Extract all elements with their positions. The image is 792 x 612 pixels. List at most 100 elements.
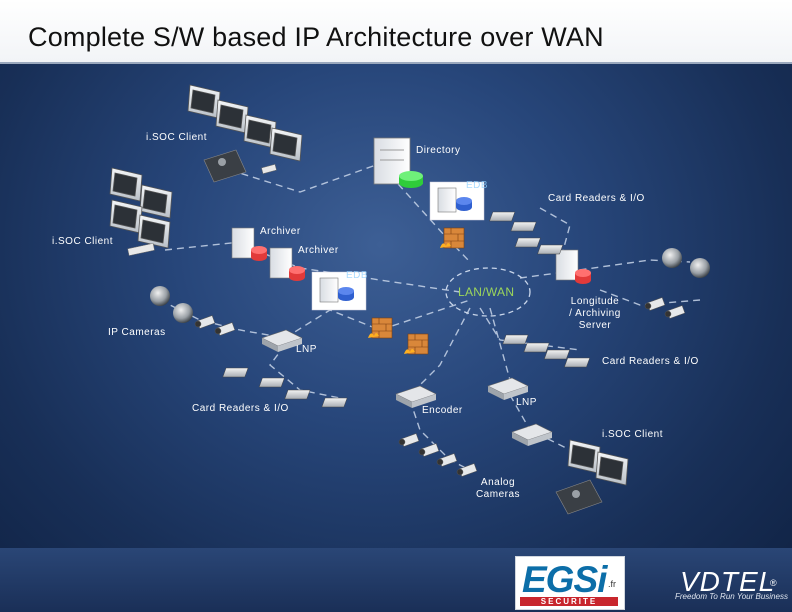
card-reader-icon — [321, 397, 348, 408]
label-card-readers-left: Card Readers & I/O — [192, 403, 289, 414]
label-analog-cameras: Analog Cameras — [470, 477, 526, 501]
card-readers-left — [222, 367, 348, 408]
dome-camera-icon — [662, 248, 682, 268]
network-switch-icon — [261, 329, 303, 352]
ip-camera-icon — [214, 322, 236, 336]
network-switch-icon — [511, 423, 553, 446]
ip-camera-icon — [456, 463, 478, 477]
card-reader-icon — [514, 237, 541, 248]
link-longitude-cams — [599, 289, 701, 306]
ip-camera-icon — [436, 453, 458, 467]
monitor-icon — [215, 99, 249, 134]
label-card-readers-top: Card Readers & I/O — [548, 193, 645, 204]
card-reader-icon — [258, 377, 285, 388]
link-lan-longitude — [519, 259, 691, 279]
ip-camera-icon — [398, 433, 420, 447]
egsi-logo-domain: .fr — [608, 579, 616, 589]
card-reader-icon — [502, 334, 529, 345]
monitor-icon — [269, 127, 303, 162]
link-ip-cameras — [159, 299, 286, 339]
label-longitude-line1: Longitude — [570, 296, 620, 307]
vdtel-logo: VDTEL — [680, 566, 776, 597]
card-reader-icon — [523, 342, 550, 353]
link-lnp-left — [284, 299, 471, 339]
card-reader-icon — [489, 211, 516, 222]
firewall-icon — [404, 333, 429, 355]
edb-mid — [311, 271, 367, 311]
network-links — [159, 159, 701, 471]
label-lnp-right: LNP — [516, 397, 537, 408]
server-icon — [437, 187, 457, 213]
ip-camera-icon — [418, 443, 440, 457]
ip-camera-icon — [664, 305, 686, 319]
link-lan-lnp-bottom — [489, 307, 511, 390]
egsi-logo-text: EGSi — [522, 559, 607, 600]
edb-top — [429, 181, 485, 221]
label-archiver-1: Archiver — [260, 226, 301, 237]
link-lnp-cards-left — [269, 344, 341, 399]
monitor-bank-left — [109, 167, 173, 249]
monitor-icon — [137, 214, 171, 249]
network-switch-icon — [395, 385, 437, 408]
server-icon — [319, 277, 339, 303]
egsi-logo-subtitle: SECURITE — [520, 597, 618, 606]
label-analog-line2: Cameras — [475, 489, 521, 500]
card-reader-icon — [284, 389, 311, 400]
ip-camera-icon — [644, 297, 666, 311]
monitor-icon — [109, 199, 143, 234]
card-reader-icon — [564, 357, 591, 368]
server-icon — [373, 137, 411, 185]
label-lan-wan: LAN/WAN — [458, 285, 515, 299]
archiver-server-1 — [231, 227, 267, 261]
label-archiver-2: Archiver — [298, 245, 339, 256]
egsi-logo: EGSi .fr SECURITE — [515, 556, 625, 610]
dome-cameras — [150, 248, 710, 323]
directory-server — [373, 137, 423, 188]
firewall-icon — [368, 317, 393, 339]
label-card-readers-right: Card Readers & I/O — [602, 356, 699, 367]
card-readers-top — [489, 211, 564, 255]
dome-camera-icon — [690, 258, 710, 278]
keyboard-icon — [127, 243, 155, 256]
archiver-server-2 — [269, 247, 305, 281]
label-isoc-client-bottom: i.SOC Client — [602, 429, 664, 440]
monitor-icon — [595, 451, 629, 486]
label-longitude-line3: Server — [578, 320, 612, 331]
analog-cameras-group — [398, 433, 478, 477]
link-top-client-directory — [229, 159, 391, 193]
ip-cameras-group — [194, 297, 686, 336]
link-lan-lnp-right — [479, 307, 581, 351]
label-lnp-left: LNP — [296, 344, 317, 355]
server-icon — [269, 247, 293, 279]
network-switch-icon — [487, 377, 529, 400]
footer-bar — [0, 548, 792, 612]
link-wan-encoder — [409, 307, 471, 396]
label-edb-mid: EDB — [346, 270, 369, 281]
server-icon — [555, 249, 579, 281]
card-reader-icon — [537, 244, 564, 255]
label-analog-line1: Analog — [480, 477, 516, 488]
label-isoc-client-left: i.SOC Client — [52, 236, 114, 247]
monitor-icon — [139, 184, 173, 219]
monitor-bank-top — [187, 84, 303, 162]
card-readers-right — [502, 334, 591, 368]
card-reader-icon — [543, 349, 570, 360]
lan-wan-cloud — [445, 267, 531, 317]
label-ip-cameras: IP Cameras — [108, 327, 166, 338]
monitor-bank-bottom — [567, 439, 629, 486]
label-encoder: Encoder — [422, 405, 463, 416]
keyboard-joystick-icon — [555, 479, 603, 515]
label-longitude-server: Longitude / Archiving Server — [560, 296, 630, 332]
monitor-icon — [109, 167, 143, 202]
monitor-icon — [567, 439, 601, 474]
dome-camera-icon — [150, 286, 170, 306]
label-isoc-client-top: i.SOC Client — [146, 132, 208, 143]
keyboard-joystick-icon — [203, 149, 277, 183]
longitude-server — [555, 249, 591, 284]
page-title: Complete S/W based IP Architecture over … — [28, 22, 604, 52]
title-bar: Complete S/W based IP Architecture over … — [0, 0, 792, 64]
firewall-icon — [440, 227, 465, 249]
link-card-readers-top — [539, 207, 571, 263]
